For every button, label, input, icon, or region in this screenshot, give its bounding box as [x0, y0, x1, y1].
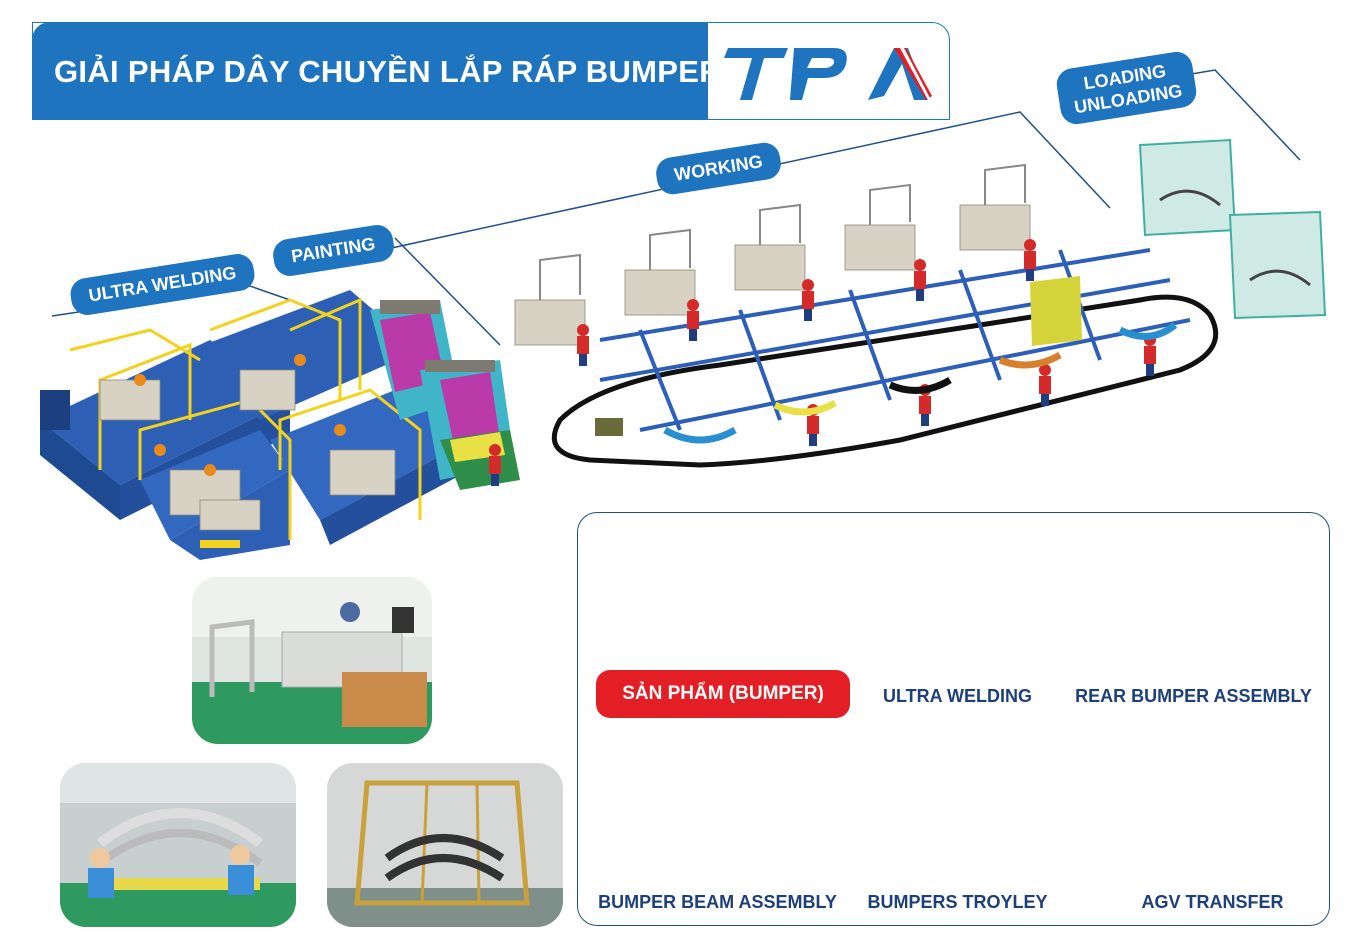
ultra-welding-label: ULTRA WELDING [883, 686, 1032, 706]
agv-transfer-label: AGV TRANSFER [1141, 892, 1284, 912]
factory-photo-line [192, 577, 432, 744]
working-area [489, 163, 1219, 486]
tpa-logo [724, 48, 932, 100]
bumper-beam-assembly-label: BUMPER BEAM ASSEMBLY [598, 892, 837, 912]
factory-photo-trolley [327, 763, 563, 927]
page-title: GIẢI PHÁP DÂY CHUYỀN LẮP RÁP BUMPER [54, 54, 722, 89]
header-banner [32, 22, 708, 120]
rear-bumper-assembly-label: REAR BUMPER ASSEMBLY [1075, 686, 1312, 706]
loading-trolleys [1138, 138, 1327, 320]
ultra-welding-cells [40, 290, 470, 560]
factory-photo-workers [60, 763, 296, 927]
product-label: SẢN PHẨM (BUMPER) [596, 670, 850, 718]
components-panel [577, 512, 1330, 926]
bumpers-troyley-label: BUMPERS TROYLEY [867, 892, 1048, 912]
